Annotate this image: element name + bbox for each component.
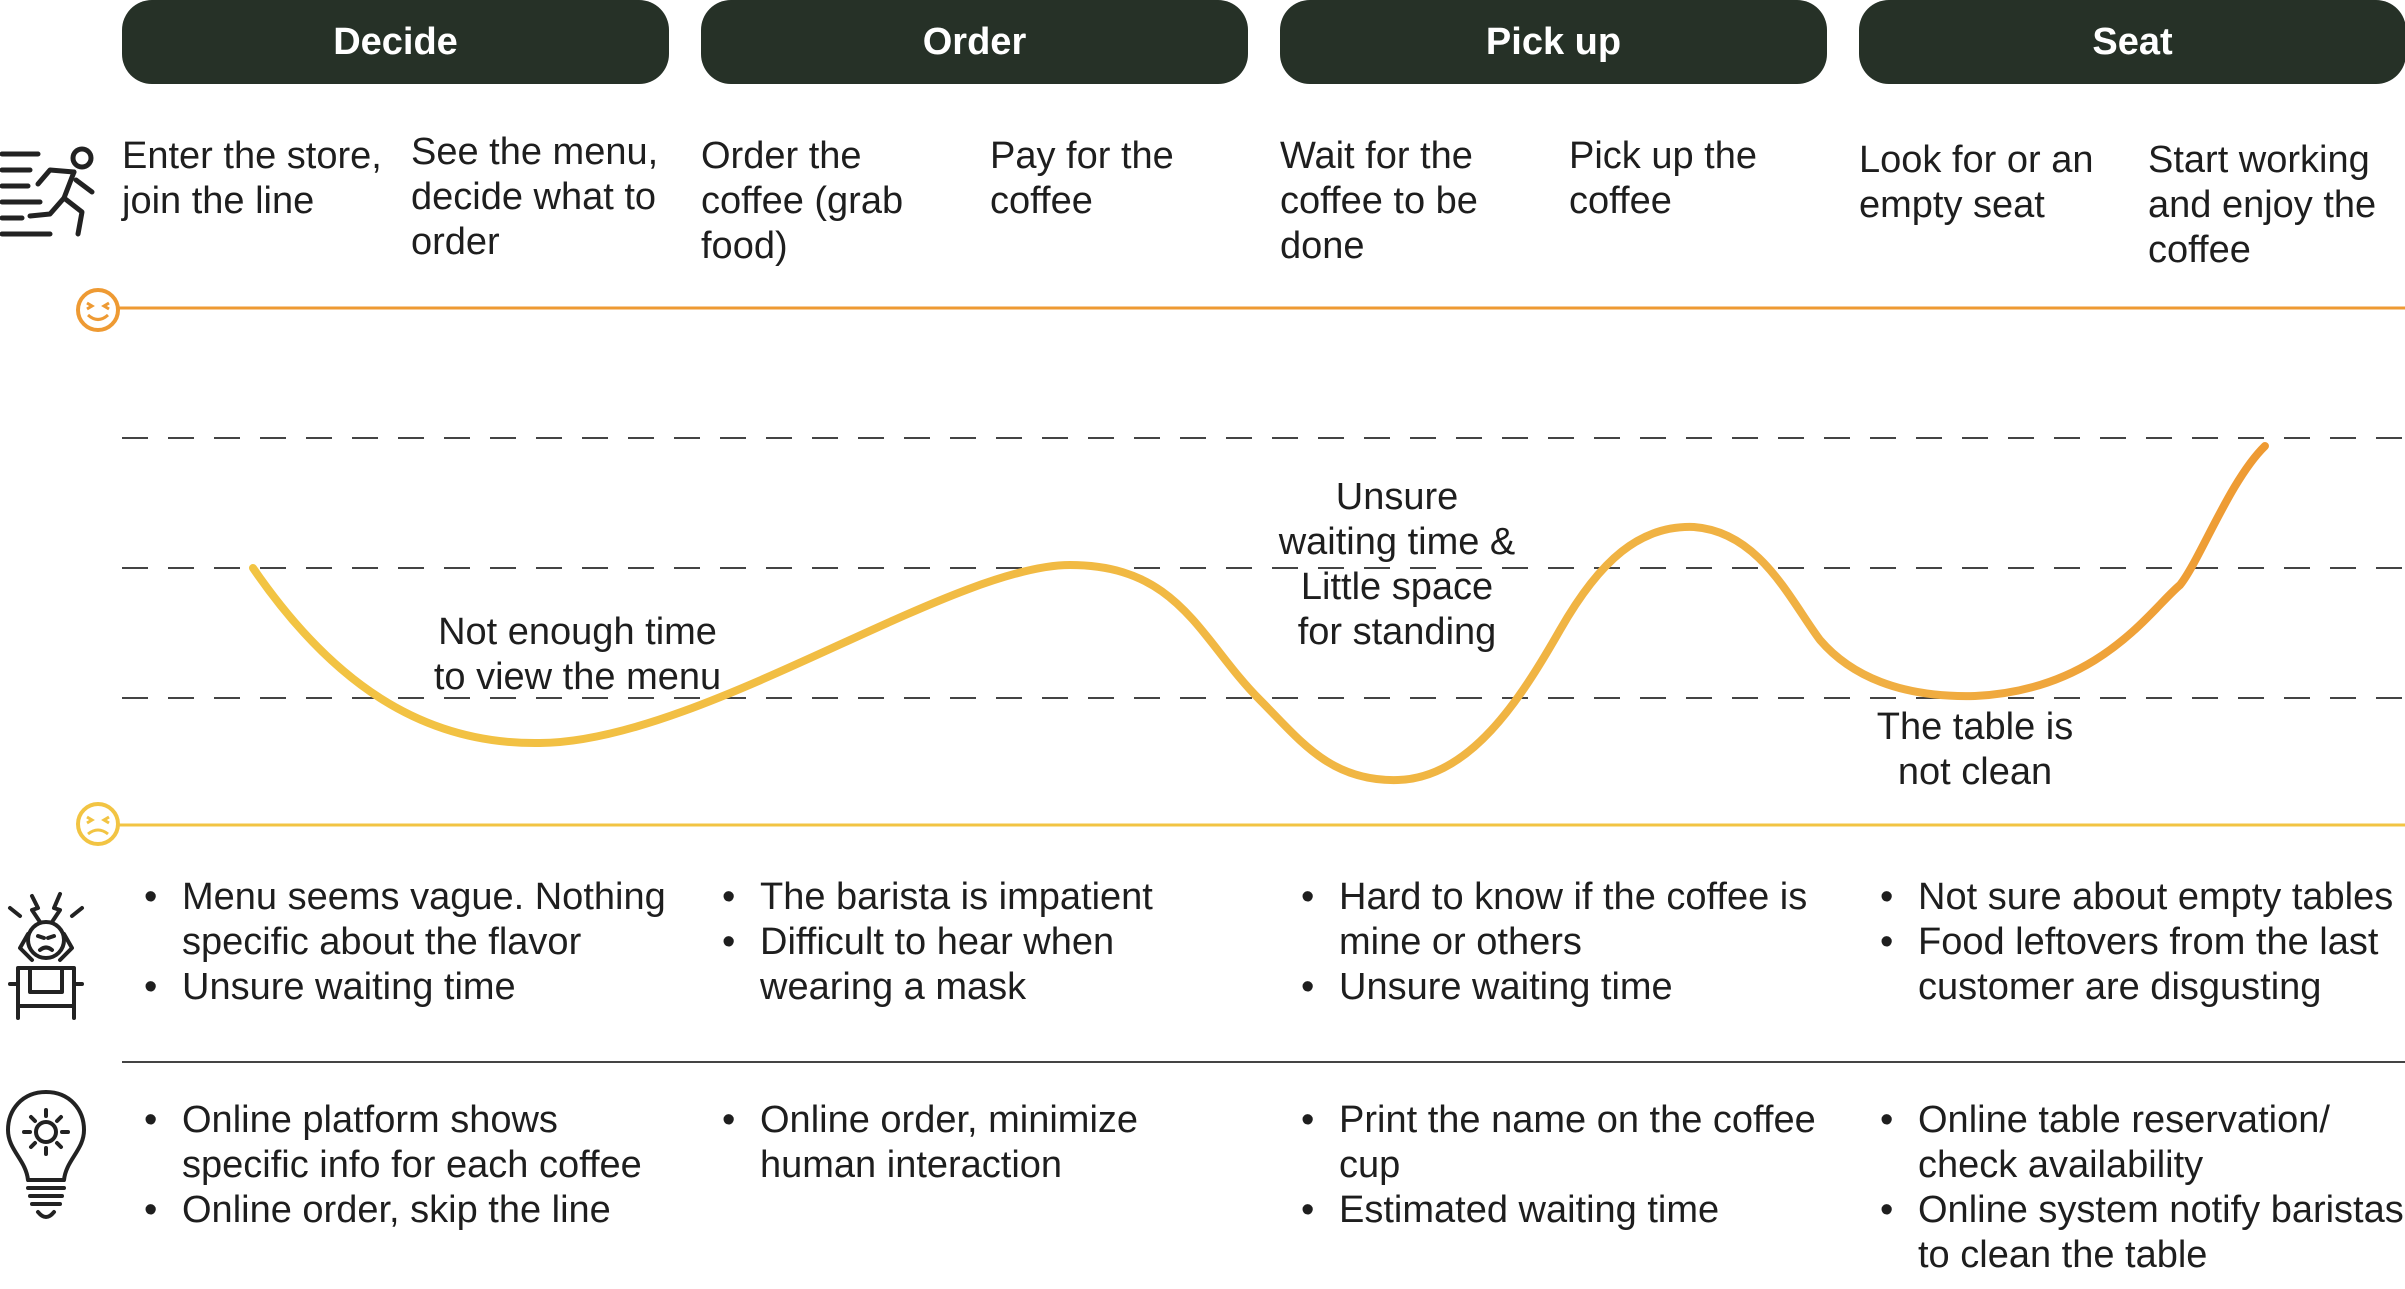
phase-seat: Seat: [1859, 0, 2405, 84]
phase-order: Order: [701, 0, 1248, 84]
section-divider: [122, 1061, 2405, 1063]
list-item: Difficult to hear when wearing a mask: [702, 920, 1257, 1010]
sad-face-icon: [76, 802, 120, 846]
happy-face-icon: [76, 288, 120, 332]
step-order-coffee: Order the coffee (grab food): [701, 135, 904, 267]
phase-label: Pick up: [1485, 20, 1622, 63]
list-item: Unsure waiting time: [124, 965, 684, 1010]
pain-label-table: The table is not clean: [1876, 706, 2074, 793]
step-enter-store: Enter the store, join the line: [122, 135, 382, 222]
phase-label: Order: [922, 20, 1027, 63]
idea-list-pick-up: Print the name on the coffee cup Estimat…: [1281, 1098, 1831, 1233]
list-item: Online platform shows specific info for …: [124, 1098, 684, 1188]
pain-list-order: The barista is impatient Difficult to he…: [702, 875, 1257, 1010]
step-look-for-seat: Look for or an empty seat: [1859, 139, 2094, 226]
pain-list-pick-up: Hard to know if the coffee is mine or ot…: [1281, 875, 1831, 1010]
phase-label: Seat: [2092, 20, 2173, 63]
list-item: Estimated waiting time: [1281, 1188, 1831, 1233]
emotion-curve: [249, 442, 2269, 785]
list-item: The barista is impatient: [702, 875, 1257, 920]
list-item: Menu seems vague. Nothing specific about…: [124, 875, 684, 965]
running-person-icon: [0, 146, 95, 237]
list-item: Hard to know if the coffee is mine or ot…: [1281, 875, 1831, 965]
step-see-menu: See the menu, decide what to order: [411, 131, 659, 263]
step-pay-coffee: Pay for the coffee: [990, 135, 1174, 222]
list-item: Online system notify baristas to clean t…: [1860, 1188, 2405, 1278]
pain-label-menu: Not enough time to view the menu: [433, 611, 722, 698]
list-item: Online table reservation/ check availabi…: [1860, 1098, 2405, 1188]
phase-label: Decide: [333, 20, 458, 63]
step-start-working: Start working and enjoy the coffee: [2148, 139, 2377, 271]
frustrated-person-icon: [8, 892, 84, 1020]
idea-list-decide: Online platform shows specific info for …: [124, 1098, 684, 1233]
step-pick-up-coffee: Pick up the coffee: [1569, 135, 1757, 222]
phase-decide: Decide: [122, 0, 669, 84]
pain-list-decide: Menu seems vague. Nothing specific about…: [124, 875, 684, 1010]
phase-pick-up: Pick up: [1280, 0, 1827, 84]
list-item: Online order, skip the line: [124, 1188, 684, 1233]
step-wait-coffee: Wait for the coffee to be done: [1280, 135, 1478, 267]
list-item: Print the name on the coffee cup: [1281, 1098, 1831, 1188]
list-item: Unsure waiting time: [1281, 965, 1831, 1010]
idea-list-order: Online order, minimize human interaction: [702, 1098, 1257, 1188]
pain-label-waiting: Unsure waiting time & Little space for s…: [1278, 476, 1516, 653]
pain-list-seat: Not sure about empty tables Food leftove…: [1860, 875, 2405, 1010]
idea-list-seat: Online table reservation/ check availabi…: [1860, 1098, 2405, 1278]
list-item: Online order, minimize human interaction: [702, 1098, 1257, 1188]
list-item: Not sure about empty tables: [1860, 875, 2405, 920]
list-item: Food leftovers from the last customer ar…: [1860, 920, 2405, 1010]
lightbulb-gear-icon: [6, 1090, 86, 1219]
